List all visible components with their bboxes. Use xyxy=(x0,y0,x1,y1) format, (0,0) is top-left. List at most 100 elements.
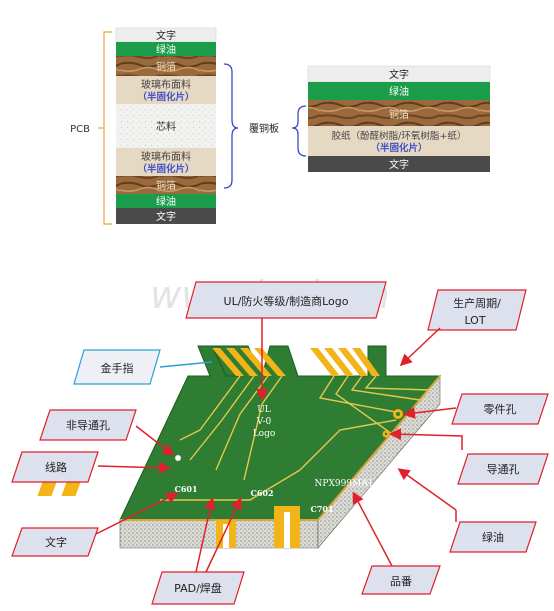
layer-copper xyxy=(308,100,490,126)
trace xyxy=(318,375,397,413)
gold-finger xyxy=(352,348,380,376)
layer-label: 文字 xyxy=(156,29,176,42)
pcb-stackup-left: 文字 绿油 铜箔 玻璃布面料 （半固化片） 芯料 玻璃布面料 （半固化片） 铜箔… xyxy=(70,27,307,225)
component-hole-center xyxy=(396,412,400,416)
layer-label: 绿油 xyxy=(156,43,176,56)
smd-pad xyxy=(37,482,57,496)
callout-leader xyxy=(159,361,213,368)
layer-soldermask-top xyxy=(116,42,216,56)
callout-box xyxy=(185,281,387,319)
trace xyxy=(335,375,393,435)
trace xyxy=(215,375,269,471)
ccl-bracket-right xyxy=(291,105,307,157)
callout-leader xyxy=(205,497,242,573)
callout-leader xyxy=(399,327,441,367)
layer-label: 玻璃布面料 xyxy=(141,150,191,163)
callout-box xyxy=(449,521,537,553)
silk-part-number: NPX999MA1 xyxy=(315,479,374,489)
callout-via-hole: 导通孔 xyxy=(487,463,520,476)
callout-box xyxy=(151,571,245,605)
layer-label: 文字 xyxy=(389,68,409,81)
callout-leader xyxy=(195,497,216,573)
callout-box xyxy=(451,393,549,425)
smd-pad xyxy=(61,482,81,496)
callout-box xyxy=(11,527,99,557)
layer-soldermask-top xyxy=(308,82,490,100)
trace xyxy=(350,375,421,401)
callout-date-lot-1: 生产周期/ xyxy=(453,296,501,310)
callout-box xyxy=(73,349,161,385)
callout-leader xyxy=(97,461,171,474)
through-hole-bore xyxy=(223,524,229,548)
layer-label: 玻璃布面料 xyxy=(141,78,191,91)
gold-finger xyxy=(324,348,354,376)
trace xyxy=(364,375,431,391)
callout-box xyxy=(11,451,99,483)
pcb-bracket xyxy=(103,31,112,225)
callout-solder-mask: 绿油 xyxy=(482,530,504,544)
gold-finger xyxy=(310,348,340,376)
layer-copper-bottom xyxy=(116,176,216,194)
callout-leader xyxy=(397,468,457,511)
layer-silk-bottom xyxy=(116,208,216,224)
pcb-label: PCB xyxy=(70,124,90,135)
layer-sublabel: （半固化片） xyxy=(370,142,427,154)
pcb-board: UL V-0 Logo 1812 C601 C602 C701 NPX999MA… xyxy=(37,345,442,549)
through-hole-bore xyxy=(284,512,290,548)
layer-soldermask-bottom xyxy=(116,194,216,208)
callout-gold-finger: 金手指 xyxy=(101,361,134,375)
callout-part-number: 品番 xyxy=(390,575,412,588)
trace xyxy=(179,375,241,441)
layer-prepreg-bottom xyxy=(116,148,216,176)
pcb-stackup-right: 文字 绿油 铜箔 胶纸（酚醛树脂/环氧树脂+纸） （半固化片） 文字 xyxy=(307,65,491,172)
callout-date-lot-2: LOT xyxy=(464,314,485,327)
callout-pad: PAD/焊盘 xyxy=(174,581,222,595)
callout-box xyxy=(39,409,137,441)
layer-label: 绿油 xyxy=(156,195,176,208)
callout-part-hole: 零件孔 xyxy=(484,403,517,416)
callout-silkscreen: 文字 xyxy=(45,535,67,549)
silk-ul: UL xyxy=(257,405,271,415)
trace xyxy=(160,469,301,501)
silk-date-code: 1812 xyxy=(389,364,412,374)
callout-trace: 线路 xyxy=(45,460,67,474)
layer-label: 铜箔 xyxy=(156,60,176,73)
gold-finger xyxy=(212,348,244,376)
layer-prepreg-top xyxy=(116,76,216,104)
silk-logo: Logo xyxy=(253,429,276,439)
layer-paper-resin xyxy=(308,126,490,156)
callouts: UL/防火等级/制造商Logo 生产周期/ LOT 金手指 零件孔 非导通孔 导… xyxy=(11,281,549,605)
callout-leader xyxy=(403,406,457,419)
callout-leader xyxy=(135,425,175,456)
silk-v0: V-0 xyxy=(256,417,272,427)
layer-core xyxy=(116,104,216,148)
layer-label: 文字 xyxy=(389,158,409,171)
callout-box xyxy=(457,453,549,485)
silk-c701: C701 xyxy=(310,504,333,514)
layer-sublabel: （半固化片） xyxy=(137,91,194,103)
trace xyxy=(243,375,283,481)
callout-box xyxy=(361,565,441,595)
ccl-label: 覆铜板 xyxy=(249,122,279,135)
gold-finger xyxy=(226,348,258,376)
callout-leader xyxy=(389,428,463,450)
layer-label: 铜箔 xyxy=(389,108,409,121)
gold-finger xyxy=(338,348,368,376)
layer-copper-top xyxy=(116,56,216,76)
silk-c601: C601 xyxy=(174,484,197,494)
layer-sublabel: （半固化片） xyxy=(137,163,194,175)
callout-leader xyxy=(95,492,179,535)
callout-nonplated-hole: 非导通孔 xyxy=(66,419,110,432)
layer-label: 芯料 xyxy=(156,120,176,133)
nonplated-hole xyxy=(174,454,182,462)
layer-label: 文字 xyxy=(156,210,176,223)
silk-c602: C602 xyxy=(250,488,273,498)
traces xyxy=(160,375,431,501)
ccl-bracket xyxy=(223,63,239,189)
layer-label: 绿油 xyxy=(389,85,409,98)
gold-finger xyxy=(240,348,272,376)
callout-box xyxy=(427,289,527,331)
trace xyxy=(299,419,397,471)
trace xyxy=(189,375,255,461)
